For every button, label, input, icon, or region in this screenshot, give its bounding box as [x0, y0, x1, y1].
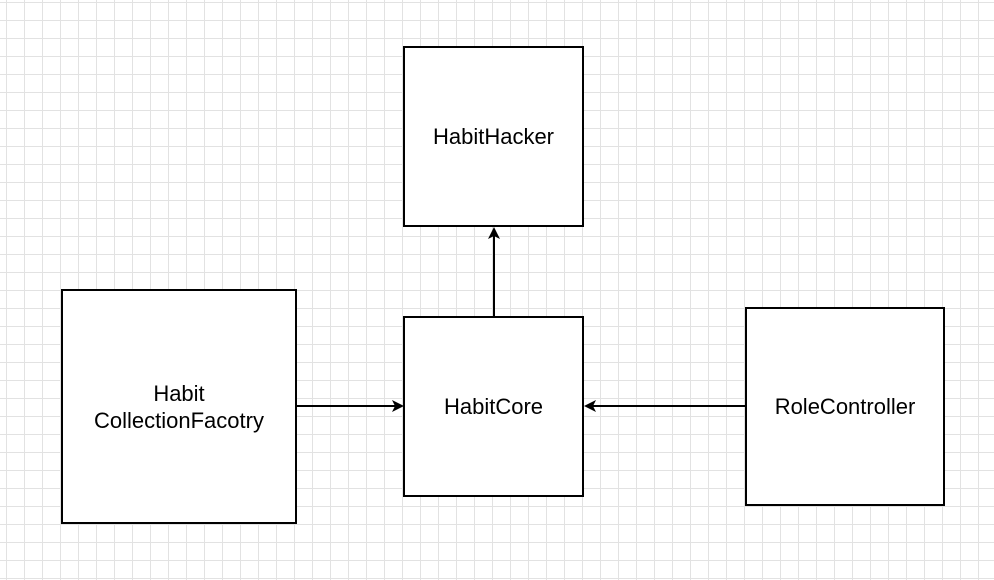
node-label: HabitCore: [443, 394, 544, 419]
node-label: HabitHacker: [432, 124, 555, 149]
node-label-line-2: CollectionFacotry: [94, 407, 264, 433]
node-habit-hacker[interactable]: HabitHacker: [403, 46, 584, 227]
node-label: RoleController: [774, 394, 916, 419]
node-habit-collection-factory[interactable]: Habit CollectionFacotry: [61, 289, 297, 524]
node-label-line-1: Habit: [153, 380, 205, 406]
node-habit-core[interactable]: HabitCore: [403, 316, 584, 497]
node-role-controller[interactable]: RoleController: [745, 307, 945, 506]
